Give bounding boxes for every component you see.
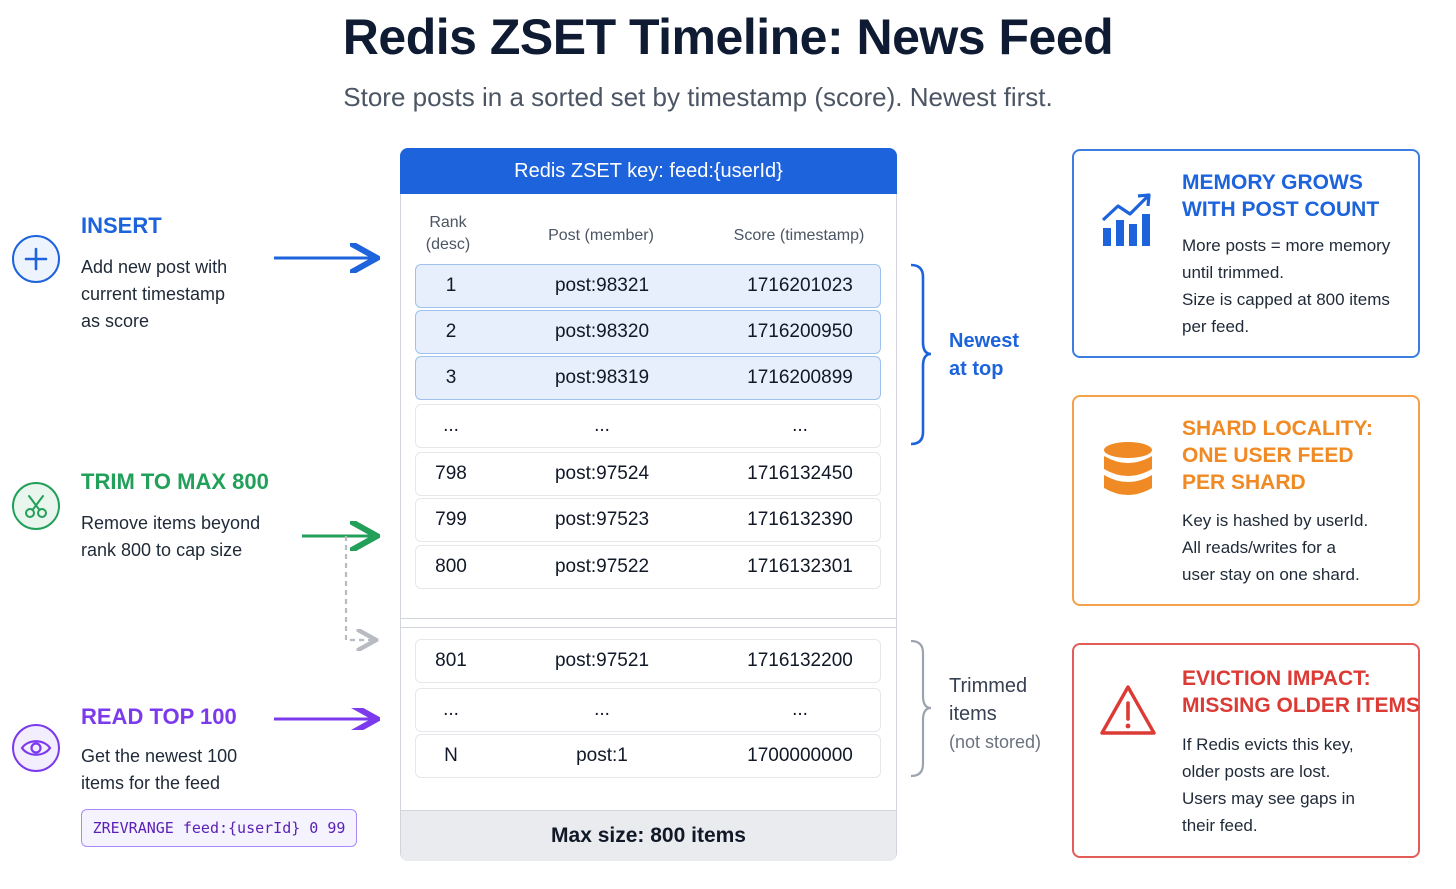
column-member-header: Post (member) <box>548 227 654 244</box>
eye-icon <box>12 724 60 772</box>
read-arrow <box>274 708 385 730</box>
trim-title: TRIM TO MAX 800 <box>81 469 269 494</box>
table-row-ellipsis: ......... <box>415 404 881 448</box>
column-score-header: Score (timestamp) <box>733 227 865 244</box>
eviction-card-title: EVICTION IMPACT: MISSING OLDER ITEMS <box>1182 667 1421 717</box>
shard-card-description: Key is hashed by userId. All reads/write… <box>1182 511 1369 584</box>
trimmed-label: Trimmed items (not stored) <box>949 675 1042 752</box>
trim-divider <box>401 618 896 628</box>
operation-arrows <box>274 235 390 655</box>
shard-card-title: SHARD LOCALITY: ONE USER FEED PER SHARD <box>1182 417 1373 494</box>
table-row-trimmed-ellipsis: ......... <box>415 688 881 732</box>
read-description: Get the newest 100 items for the feed <box>81 746 238 793</box>
plus-icon <box>12 235 60 283</box>
trim-overflow-arrow <box>344 536 374 640</box>
page-title: Redis ZSET Timeline: News Feed <box>342 9 1114 65</box>
trim-description: Remove items beyond rank 800 to cap size <box>81 513 261 560</box>
shard-card <box>1072 395 1420 606</box>
memory-card-title: MEMORY GROWS WITH POST COUNT <box>1182 171 1380 221</box>
read-command-code: ZREVRANGE feed:{userId} 0 99 <box>81 809 357 847</box>
scissors-icon <box>12 482 60 530</box>
zset-key-header: Redis ZSET key: feed:{userId} <box>400 148 897 194</box>
newest-label: Newest at top <box>949 330 1020 380</box>
max-size-footer: Max size: 800 items <box>401 810 896 861</box>
warning-icon <box>1100 685 1156 735</box>
read-title: READ TOP 100 <box>81 704 237 729</box>
memory-card <box>1072 149 1420 358</box>
newest-bracket <box>910 263 932 446</box>
eviction-card-description: If Redis evicts this key, older posts ar… <box>1182 735 1355 835</box>
column-rank-header: Rank (desc) <box>425 214 471 253</box>
insert-description: Add new post with current timestamp as s… <box>81 257 228 331</box>
eviction-card <box>1072 643 1420 858</box>
bar-chart-trend-icon <box>1101 193 1151 246</box>
memory-card-description: More posts = more memory until trimmed. … <box>1182 236 1391 336</box>
page-subtitle: Store posts in a sorted set by timestamp… <box>343 82 1053 112</box>
trimmed-bracket <box>910 639 932 778</box>
database-icon <box>1104 442 1152 495</box>
insert-title: INSERT <box>81 213 162 238</box>
